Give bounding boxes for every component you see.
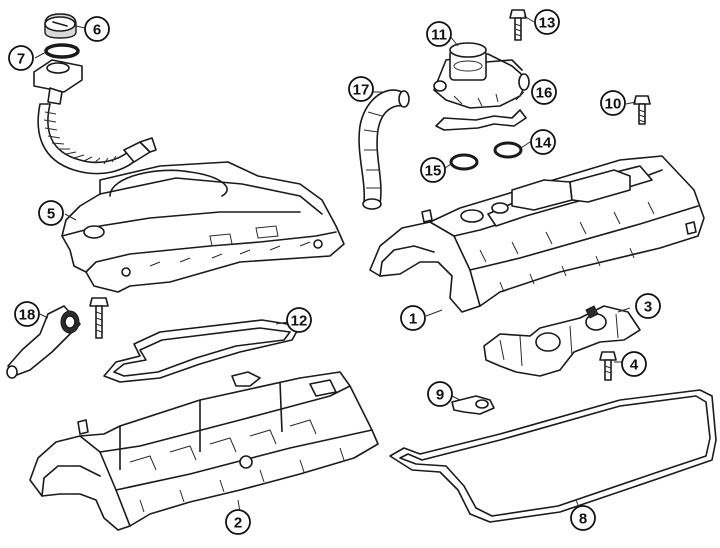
callout-1: 1 bbox=[400, 305, 426, 331]
svg-text:1: 1 bbox=[409, 311, 417, 328]
hose-clip bbox=[451, 395, 495, 415]
cylinder-head-cover-left bbox=[29, 371, 379, 531]
bolt-10 bbox=[633, 95, 651, 125]
svg-text:18: 18 bbox=[19, 307, 36, 324]
callout-8: 8 bbox=[570, 505, 596, 531]
cylinder-head-cover-right bbox=[369, 155, 705, 313]
svg-text:3: 3 bbox=[644, 299, 652, 316]
svg-text:4: 4 bbox=[630, 357, 639, 374]
oil-filler-cap bbox=[44, 13, 77, 39]
callout-7: 7 bbox=[8, 45, 34, 71]
svg-text:14: 14 bbox=[535, 135, 552, 152]
svg-text:12: 12 bbox=[291, 313, 308, 330]
svg-text:13: 13 bbox=[539, 15, 556, 32]
svg-text:9: 9 bbox=[436, 387, 444, 404]
bolt-4 bbox=[599, 351, 617, 381]
callout-14: 14 bbox=[530, 129, 556, 155]
bolt-18 bbox=[89, 297, 109, 339]
oil-separator bbox=[433, 42, 530, 109]
svg-text:16: 16 bbox=[536, 85, 553, 102]
callout-9: 9 bbox=[427, 381, 453, 407]
callout-10: 10 bbox=[600, 90, 626, 116]
camshaft-bracket bbox=[483, 305, 641, 377]
callout-13: 13 bbox=[534, 9, 560, 35]
callout-6: 6 bbox=[84, 16, 110, 42]
cover-gasket bbox=[389, 389, 717, 523]
callout-16: 16 bbox=[531, 79, 557, 105]
seal-ring-14 bbox=[493, 141, 523, 159]
callout-18: 18 bbox=[14, 301, 40, 327]
callout-15: 15 bbox=[420, 157, 446, 183]
svg-text:17: 17 bbox=[353, 82, 370, 99]
svg-text:11: 11 bbox=[431, 27, 447, 44]
callout-17: 17 bbox=[348, 76, 374, 102]
callout-2: 2 bbox=[225, 509, 251, 535]
callout-5: 5 bbox=[38, 200, 64, 226]
svg-text:8: 8 bbox=[579, 511, 587, 528]
svg-text:15: 15 bbox=[425, 163, 442, 180]
filler-seal-ring bbox=[44, 43, 80, 59]
separator-gasket bbox=[435, 109, 527, 131]
svg-text:2: 2 bbox=[234, 515, 242, 532]
callout-3: 3 bbox=[635, 293, 661, 319]
seal-ring-15 bbox=[449, 153, 479, 171]
svg-text:6: 6 bbox=[93, 22, 101, 39]
svg-text:5: 5 bbox=[47, 206, 55, 223]
bolt-13 bbox=[509, 9, 527, 41]
callout-11: 11 bbox=[426, 21, 452, 47]
breather-hose bbox=[358, 89, 410, 210]
svg-text:7: 7 bbox=[17, 51, 25, 68]
intake-hose bbox=[6, 305, 81, 379]
callout-4: 4 bbox=[621, 351, 647, 377]
filler-neck-with-hose bbox=[33, 59, 157, 175]
upper-engine-cover bbox=[61, 161, 345, 293]
svg-text:10: 10 bbox=[605, 96, 622, 113]
oil-separator-gasket bbox=[103, 319, 301, 383]
callout-12: 12 bbox=[286, 307, 312, 333]
